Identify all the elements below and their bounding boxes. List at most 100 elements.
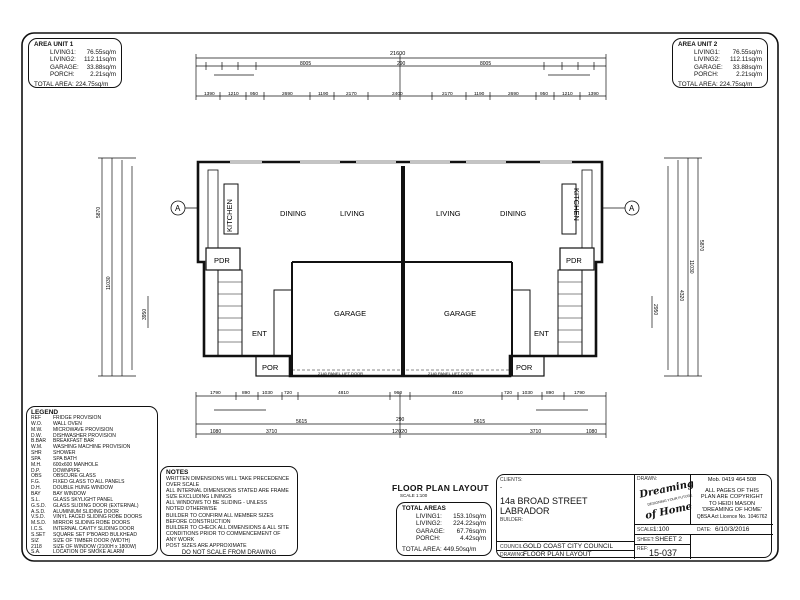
council-label: COUNCIL:: [500, 544, 524, 550]
bottom-dimension-lines: [195, 392, 607, 438]
side-dim-left-2: 11030: [106, 276, 112, 290]
legend-value: SIZE OF WINDOW (2100H x 1800W): [53, 543, 137, 550]
dim-bottom-10: 1790: [574, 390, 585, 396]
legend-value: 600x600 MANHOLE: [53, 461, 99, 468]
divider: [497, 550, 635, 551]
note-line: BUILDER TO CONFIRM ALL MEMBER SIZES: [166, 512, 274, 519]
legend-value: INTERNAL CAVITY SLIDING DOOR: [53, 526, 135, 533]
legend-key: REF: [31, 415, 41, 421]
dim-bottom-9: 890: [546, 390, 554, 396]
scale-label: SCALE:: [637, 527, 655, 533]
legend-item: M.W.MICROWAVE PROVISION: [31, 426, 153, 434]
copyright-line: 'DREAMING OF HOME': [702, 507, 762, 514]
legend-key: S.L.: [31, 496, 40, 503]
legend-value: DOUBLE HUNG WINDOW: [53, 485, 113, 492]
room-ent-right: ENT: [534, 329, 549, 338]
legend-key: D.W.: [31, 432, 42, 439]
dim-run-7: 2170: [442, 91, 453, 97]
legend-key: D.P.: [31, 467, 41, 474]
note-line: BEFORE CONSTRUCTION: [166, 518, 231, 525]
legend-item: V.S.D.VINYL FACED SLIDING ROBE DOORS: [31, 514, 153, 521]
legend-value: ALUMINIUM SLIDING DOOR: [53, 508, 119, 515]
legend-item: A.S.D.ALUMINIUM SLIDING DOOR: [31, 508, 153, 516]
address-line-1: 14a BROAD STREET: [500, 496, 588, 506]
dim-bottom-7: 720: [504, 390, 512, 396]
area-unit-1-value: 2.21sq/m: [90, 71, 116, 79]
room-dining-left: DINING: [280, 209, 306, 218]
scale-value: 1:100: [653, 526, 670, 533]
area-unit-2-value: 33.88sq/m: [732, 63, 762, 71]
ref-value: 15-037: [649, 548, 678, 558]
dim-top-overall: 21600: [390, 51, 405, 57]
dim-run-2: 950: [250, 91, 258, 97]
note-line: SIZE EXCLUDING LININGS: [166, 494, 232, 501]
floor-plan-title: FLOOR PLAN LAYOUT: [392, 483, 489, 493]
legend-title: LEGEND: [31, 409, 59, 416]
notes-footer: DO NOT SCALE FROM DRAWING: [181, 550, 277, 557]
area-unit-1-box: AREA UNIT 1 LIVING1:76.55sq/m LIVING2:11…: [28, 38, 122, 88]
total-areas-total: TOTAL AREA: 449.50sq/m: [402, 545, 477, 553]
title-block-contact: Mob. 0419 464 508 ALL PAGES OF THIS PLAN…: [691, 475, 773, 525]
council-value: GOLD COAST CITY COUNCIL: [523, 543, 614, 550]
area-unit-2-label: GARAGE:: [694, 63, 723, 71]
side-dimension-lines: [98, 157, 702, 377]
total-areas-value: 4.42sq/m: [460, 535, 486, 543]
legend-value: DISHWASHER PROVISION: [53, 432, 116, 439]
legend-key: SPA: [31, 455, 41, 462]
dim-bottom-overall: 12020: [392, 429, 407, 435]
area-unit-1-value: 76.55sq/m: [86, 48, 116, 56]
legend-value: SPA BATH: [53, 455, 77, 462]
area-unit-2-value: 2.21sq/m: [736, 71, 762, 79]
dim-run-11: 1210: [562, 91, 573, 97]
side-dim-right-2: 11030: [688, 260, 694, 274]
sheet-value: SHEET 2: [655, 536, 682, 543]
area-unit-1-label: GARAGE:: [50, 63, 79, 71]
address-line-2: LABRADOR: [500, 506, 550, 516]
drawing-value: FLOOR PLAN LAYOUT: [523, 551, 592, 558]
side-dim-left-1: 5870: [96, 207, 102, 218]
title-block-logo: DRAWN: Dreaming DESIGNING YOUR FUTURE of…: [635, 475, 695, 525]
dim-run-12: 1390: [588, 91, 599, 97]
side-dim-right-3: 4320: [678, 290, 684, 301]
total-areas-title: TOTAL AREAS: [402, 505, 446, 512]
legend-value: MICROWAVE PROVISION: [53, 426, 114, 433]
legend-value: WALL OVEN: [53, 420, 82, 427]
room-kitchen-left: KITCHEN: [225, 199, 234, 232]
legend-key: W.O.: [31, 420, 43, 427]
area-unit-1-label: PORCH:: [50, 71, 75, 79]
note-line: ANY WORK: [166, 536, 195, 543]
area-unit-1-label: LIVING2:: [50, 56, 76, 64]
dim-bottom-6: 4810: [452, 390, 463, 396]
mobile-number: Mob. 0419 464 508: [707, 477, 757, 483]
legend-value: GLASS SLIDING DOOR (EXTERNAL): [53, 502, 139, 509]
dim-run-4: 1190: [318, 91, 329, 97]
legend-item: G.S.D.GLASS SLIDING DOOR (EXTERNAL): [31, 502, 153, 510]
area-unit-2-value: 112.11sq/m: [730, 56, 762, 64]
area-unit-1-value: 112.11sq/m: [84, 56, 116, 64]
area-unit-2-box: AREA UNIT 2 LIVING1:76.55sq/m LIVING2:11…: [672, 38, 768, 88]
room-pdr-left: PDR: [214, 256, 230, 265]
dim-run-8: 1190: [474, 91, 485, 97]
area-unit-1-title: AREA UNIT 1: [34, 41, 74, 48]
copyright-line: TO HEIDI MASON: [708, 500, 756, 507]
side-dim-left-3: 3950: [142, 309, 148, 320]
legend-key: I.C.S.: [31, 526, 44, 533]
area-unit-2-value: 76.55sq/m: [732, 48, 762, 56]
legend-item: M.S.D.MIRROR SLIDING ROBE DOORS: [31, 520, 153, 527]
sheet-row: SHEET: SHEET 2: [635, 535, 691, 545]
dim-run-10: 950: [540, 91, 548, 97]
room-living-left: LIVING: [340, 209, 365, 218]
note-line: BUILDER TO CHECK ALL DIMENSIONS & ALL SI…: [166, 524, 290, 531]
legend-key: SHR: [31, 450, 42, 457]
room-por-left: POR: [262, 363, 279, 372]
area-unit-2-label: LIVING2:: [694, 56, 720, 64]
dim-top-run: 1390 1210 950 2690 1190 2170 2400 2170 1…: [204, 91, 599, 97]
notes-box: NOTES WRITTEN DIMENSIONS WILL TAKE PRECE…: [160, 466, 298, 556]
side-dim-right-1: 5870: [698, 240, 704, 251]
